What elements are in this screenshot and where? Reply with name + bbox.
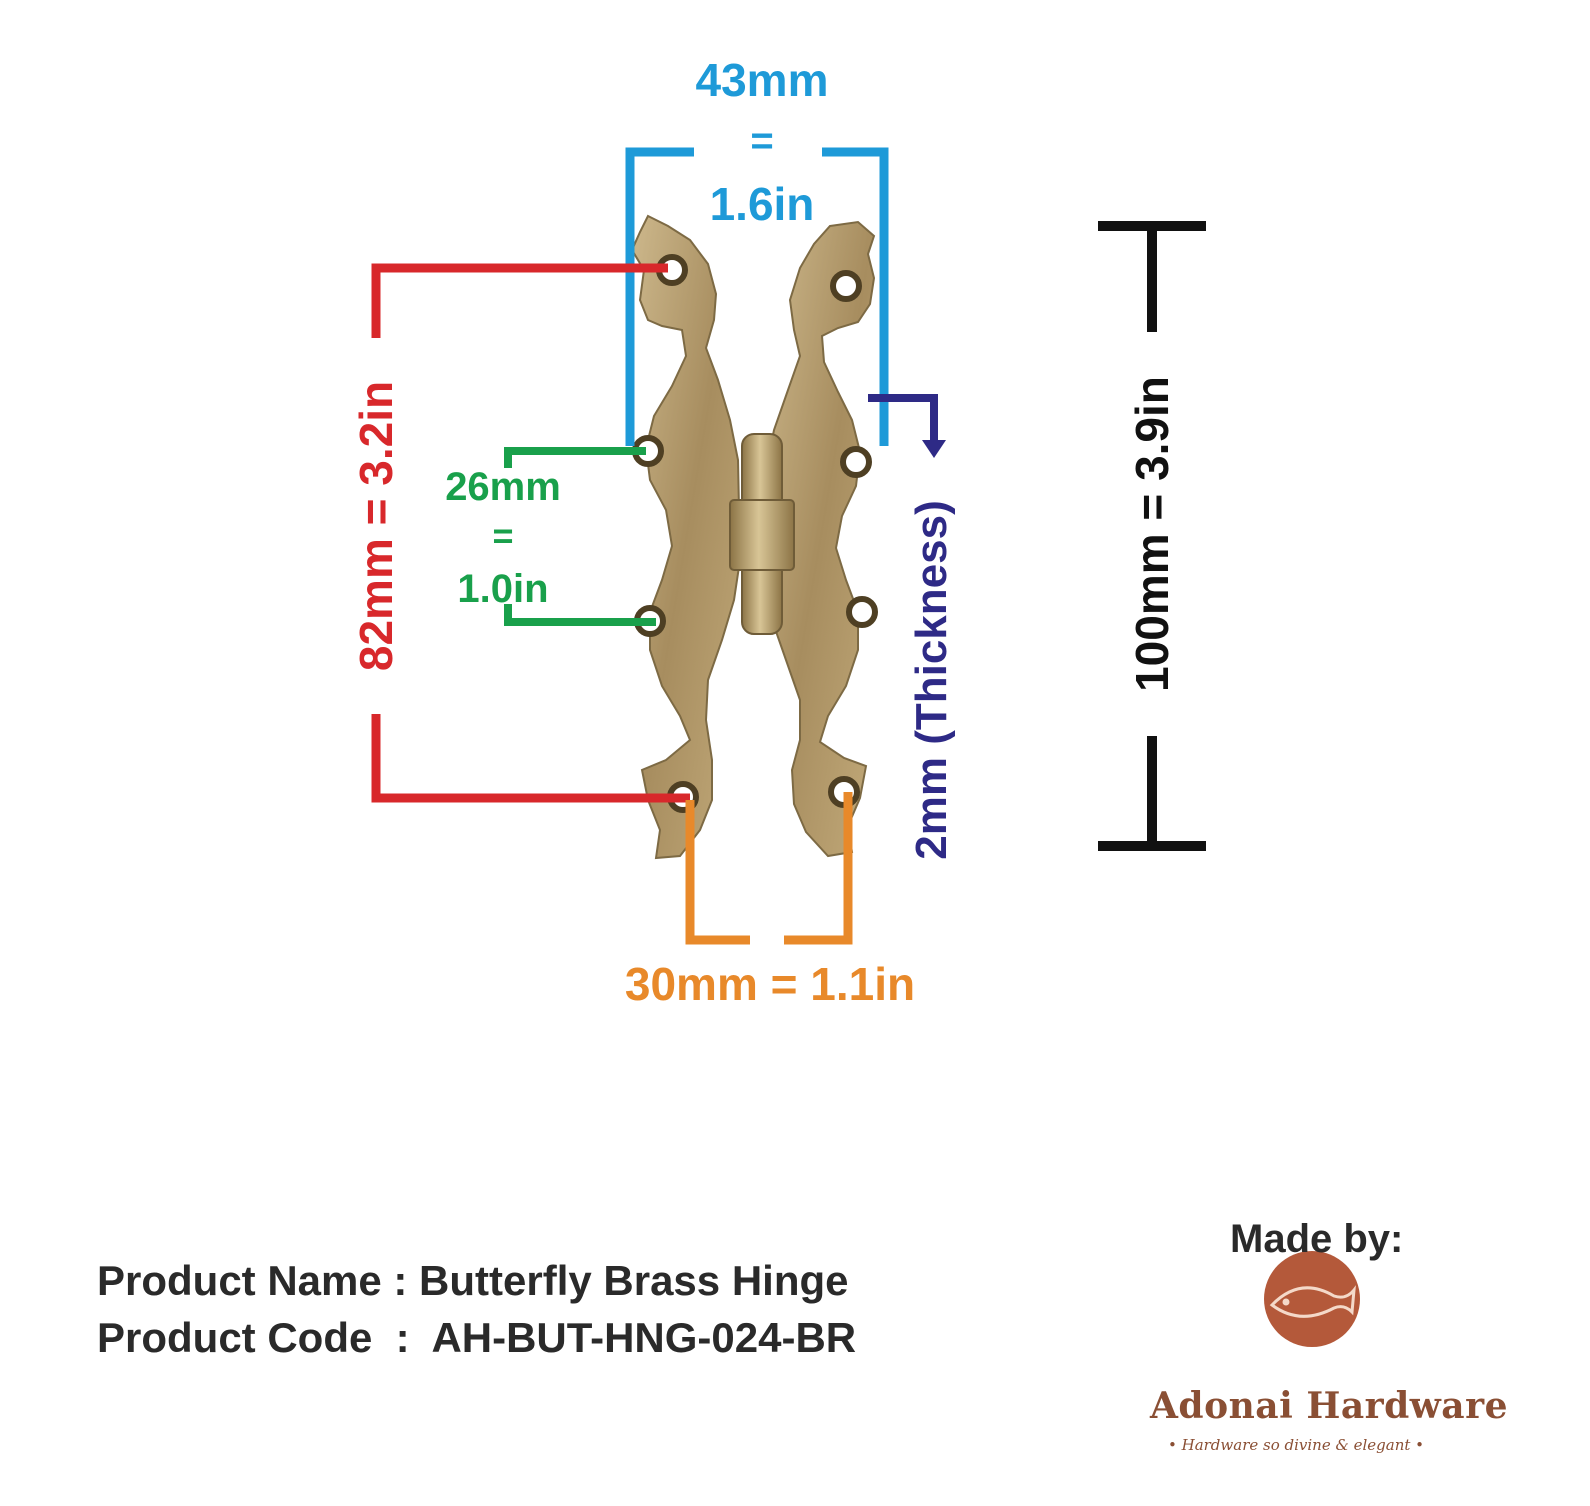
brand-tagline: • Hardware so divine & elegant • bbox=[1168, 1436, 1425, 1454]
screw-hole bbox=[846, 596, 878, 628]
thickness-arrow-head bbox=[922, 440, 946, 458]
hole-width-label: 30mm = 1.1in bbox=[625, 958, 915, 1010]
hole-pitch-eq-label: = bbox=[492, 515, 513, 556]
hole-pitch-inch-label: 1.0in bbox=[457, 567, 548, 611]
height-label: 100mm = 3.9in bbox=[1126, 376, 1178, 692]
hole-span-label: 82mm = 3.2in bbox=[350, 381, 402, 671]
hole-width-bracket bbox=[685, 792, 853, 945]
hole-width-dimension: 30mm = 1.1in bbox=[625, 792, 915, 1010]
width-mm-label: 43mm bbox=[696, 54, 829, 106]
hole-span-bracket bbox=[371, 263, 690, 803]
width-eq-label: = bbox=[750, 119, 773, 163]
height-dimension: 100mm = 3.9in bbox=[1098, 221, 1206, 851]
hole-span-dimension: 82mm = 3.2in bbox=[350, 263, 690, 803]
butterfly-hinge-illustration bbox=[630, 214, 878, 860]
brand-name: Adonai Hardware bbox=[1150, 1385, 1508, 1427]
made-by-label: Made by: bbox=[1230, 1217, 1404, 1261]
fish-icon bbox=[1269, 1285, 1356, 1318]
hinge-knuckle-center bbox=[729, 499, 795, 571]
logo-circle bbox=[1264, 1251, 1360, 1347]
hinge-left-leaf bbox=[630, 214, 742, 860]
thickness-dimension: 2mm (Thickness) bbox=[868, 394, 956, 860]
product-code-line: Product Code : AH-BUT-HNG-024-BR bbox=[97, 1314, 857, 1361]
hole-pitch-mm-label: 26mm bbox=[445, 465, 561, 509]
hole-pitch-dimension: 26mm = 1.0in bbox=[445, 447, 656, 626]
screw-hole bbox=[830, 270, 862, 302]
width-bracket bbox=[625, 147, 889, 446]
product-name-line: Product Name : Butterfly Brass Hinge bbox=[97, 1257, 849, 1304]
thickness-arrow-line bbox=[868, 394, 938, 440]
hole-pitch-bracket bbox=[504, 447, 656, 626]
width-inch-label: 1.6in bbox=[710, 178, 815, 230]
width-top-dimension: 43mm = 1.6in bbox=[625, 54, 889, 446]
thickness-label: 2mm (Thickness) bbox=[907, 500, 956, 859]
brand-logo bbox=[1264, 1251, 1360, 1347]
height-bracket bbox=[1098, 221, 1206, 851]
screw-hole bbox=[840, 446, 872, 478]
